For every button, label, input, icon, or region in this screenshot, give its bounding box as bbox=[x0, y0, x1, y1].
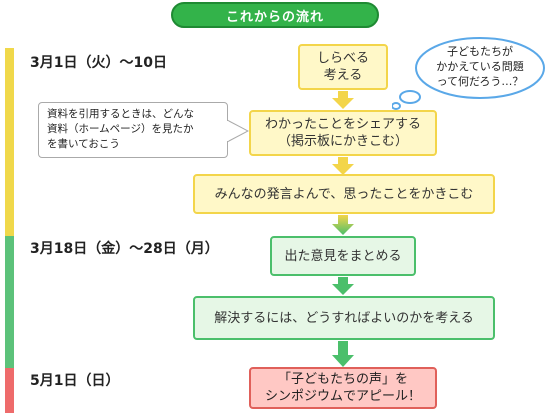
arrow-down-4 bbox=[332, 277, 354, 295]
step-appeal-box: 「子どもたちの声」を シンポジウムでアピール！ bbox=[249, 367, 437, 409]
step-share-box: わかったことをシェアする （掲示板にかきこむ） bbox=[249, 110, 437, 156]
citation-callout: 資料を引用するときは、どんな 資料（ホームページ）を見たか を書いておこう bbox=[38, 102, 228, 158]
thought-cloud-text: 子どもたちが かかえている問題 って何だろう…？ bbox=[436, 45, 524, 88]
step-solve-box: 解決するには、どうすればよいのかを考える bbox=[193, 296, 495, 340]
timeline-bar-phase2 bbox=[5, 236, 14, 368]
arrow-down-1 bbox=[332, 91, 354, 109]
date-phase1: 3月1日（火）～10日 bbox=[30, 55, 167, 71]
arrow-down-5 bbox=[332, 341, 354, 367]
date-phase3: 5月1日（日） bbox=[30, 373, 120, 389]
timeline-bar-phase1 bbox=[5, 48, 14, 236]
arrow-down-2 bbox=[332, 157, 354, 175]
callout-pointer bbox=[227, 119, 249, 143]
arrow-down-3 bbox=[332, 215, 354, 235]
flow-title: これからの流れ bbox=[171, 2, 379, 28]
timeline-bar-phase3 bbox=[5, 368, 14, 413]
date-phase2: 3月18日（金）～28日（月） bbox=[30, 241, 219, 257]
thought-cloud-icon bbox=[392, 37, 545, 110]
step-research-box: しらべる 考える bbox=[298, 44, 388, 90]
step-comment-box: みんなの発言よんで、思ったことをかきこむ bbox=[193, 174, 495, 214]
step-summarize-box: 出た意見をまとめる bbox=[270, 236, 416, 276]
